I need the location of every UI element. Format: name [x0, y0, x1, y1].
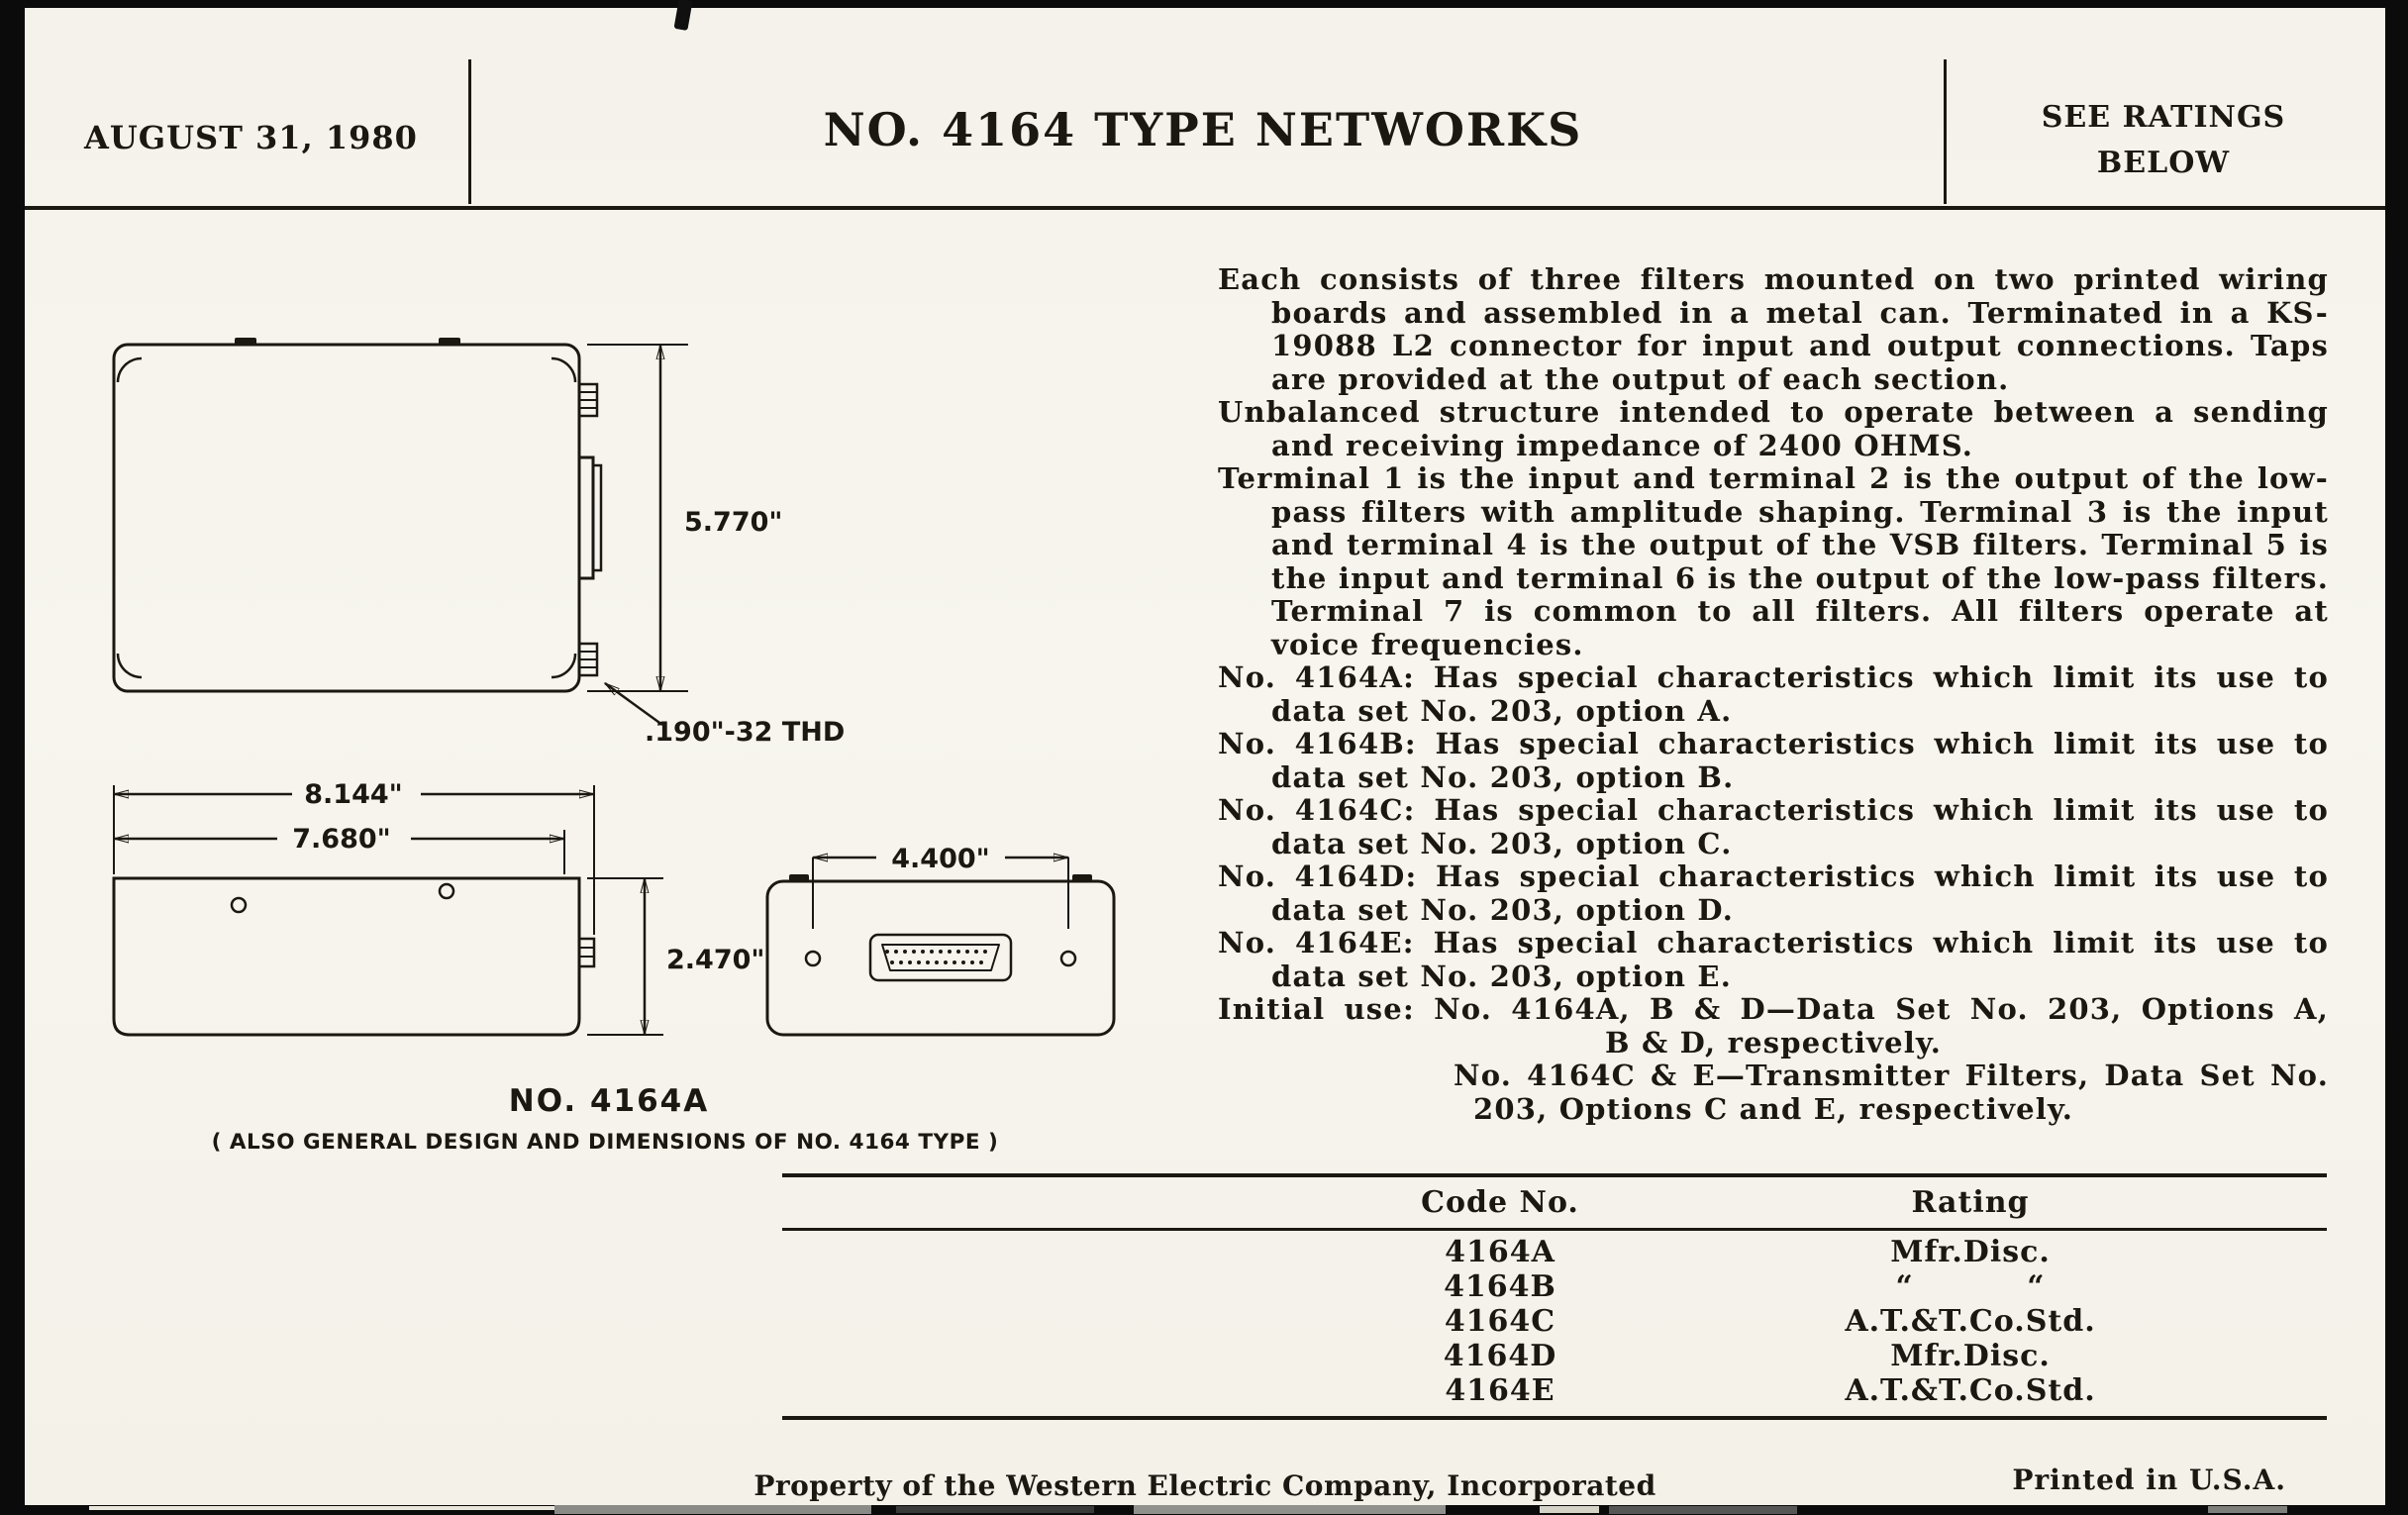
corner-seam [551, 356, 577, 383]
code-cell: 4164A [1445, 1235, 1555, 1269]
dimension-width-outer: 8.144" [113, 779, 595, 935]
paragraph-4164E: No. 4164E: Has special characteristics w… [1218, 926, 2329, 993]
paragraph-impedance: Unbalanced structure intended to operate… [1218, 395, 2329, 462]
rating-cell: Mfr.Disc. [1890, 1339, 2051, 1373]
code-cell: 4164E [1445, 1373, 1555, 1408]
rating-cell: Mfr.Disc. [1890, 1235, 2051, 1269]
drawing-subcaption: ( ALSO GENERAL DESIGN AND DIMENSIONS OF … [212, 1130, 999, 1155]
d-sub-connector [868, 933, 1013, 982]
threaded-stud-bottom [577, 642, 599, 677]
dimension-side-height: 2.470" [587, 877, 764, 1036]
code-cell: 4164B [1444, 1269, 1556, 1304]
header-divider-left [468, 59, 471, 204]
paragraph-4164A: No. 4164A: Has special characteristics w… [1218, 660, 2329, 728]
paragraph-construction: Each consists of three filters mounted o… [1218, 262, 2329, 396]
dimension-width-inner: 7.680" [114, 824, 565, 874]
header-rule [25, 206, 2385, 210]
side-view [112, 876, 596, 1037]
scan-artifact [1540, 1506, 1599, 1513]
ratings-note-line2: BELOW [2096, 146, 2231, 180]
rating-cell: A.T.&T.Co.Std. [1845, 1304, 2096, 1339]
printed-in-usa: Printed in U.S.A. [2012, 1464, 2286, 1496]
threaded-stud-top [577, 382, 599, 418]
scan-artifact [1134, 1505, 1446, 1514]
dim-height-label: 5.770" [684, 507, 782, 538]
can-side-outline [112, 876, 581, 1037]
description-column: Each consists of three filters mounted o… [1218, 262, 2329, 1126]
mounting-hole [1059, 950, 1077, 967]
scan-artifact [89, 1506, 584, 1510]
ratings-note: SEE RATINGS BELOW [1965, 95, 2361, 186]
corner-seam [116, 356, 143, 383]
code-cell: 4164D [1443, 1339, 1557, 1373]
initial-use-line4: 203, Options C and E, respectively. [1472, 1091, 2074, 1126]
table-row: 4164E A.T.&T.Co.Std. [782, 1373, 2327, 1408]
initial-use-line1: Initial use: No. 4164A, B & D—Data Set N… [1218, 992, 2329, 1026]
initial-use-line2: B & D, respectively. [1605, 1025, 1942, 1060]
can-front-outline [112, 343, 581, 693]
top-rivet [789, 874, 809, 882]
scan-artifact [2208, 1506, 2287, 1513]
dim-connector-label: 4.400" [891, 844, 989, 874]
side-tab [577, 937, 596, 968]
can-end-outline [765, 879, 1116, 1037]
connector-side [577, 455, 603, 580]
scan-artifact [1609, 1506, 1797, 1514]
scan-artifact [896, 1506, 1094, 1513]
table-row: 4164B “ “ [782, 1269, 2327, 1304]
corner-seam [116, 653, 143, 679]
paper: AUGUST 31, 1980 NO. 4164 TYPE NETWORKS S… [25, 8, 2385, 1505]
initial-use-line3: No. 4164C & E—Transmitter Filters, Data … [1454, 1059, 2329, 1092]
mounting-hole [804, 950, 822, 967]
document-title: NO. 4164 TYPE NETWORKS [823, 103, 1583, 156]
top-rivet [1072, 874, 1092, 882]
header-divider-right [1944, 59, 1947, 204]
property-notice: Property of the Western Electric Company… [753, 1469, 1656, 1502]
mounting-hole [438, 882, 455, 900]
rating-cell: “ “ [1895, 1269, 2046, 1304]
mounting-hole [230, 896, 248, 914]
table-header-row: Code No. Rating [782, 1177, 2327, 1231]
top-rivet [235, 338, 256, 346]
col-header-rating: Rating [1911, 1185, 2030, 1220]
ratings-note-line1: SEE RATINGS [2041, 100, 2286, 135]
table-body: 4164A Mfr.Disc. 4164B “ “ 4164C A.T.&T.C… [782, 1231, 2327, 1416]
ratings-table: Code No. Rating 4164A Mfr.Disc. 4164B “ … [782, 1173, 2327, 1420]
paragraph-terminals: Terminal 1 is the input and terminal 2 i… [1218, 461, 2329, 661]
thread-label: .190"-32 THD [645, 717, 845, 748]
dim-width-outer-label: 8.144" [304, 779, 402, 810]
dim-side-height-label: 2.470" [666, 945, 764, 975]
document-date: AUGUST 31, 1980 [84, 119, 418, 156]
scan-artifact [554, 1505, 871, 1514]
paragraph-4164B: No. 4164B: Has special characteristics w… [1218, 727, 2329, 794]
table-row: 4164C A.T.&T.Co.Std. [782, 1304, 2327, 1339]
corner-seam [551, 653, 577, 679]
table-row: 4164A Mfr.Disc. [782, 1235, 2327, 1269]
col-header-code: Code No. [1421, 1185, 1579, 1220]
thread-callout: .190"-32 THD [605, 683, 845, 748]
drawing-caption: NO. 4164A [509, 1083, 709, 1119]
front-view [112, 338, 603, 693]
end-view [765, 874, 1116, 1037]
table-row: 4164D Mfr.Disc. [782, 1339, 2327, 1373]
top-rivet [439, 338, 460, 346]
dimension-connector: 4.400" [812, 844, 1069, 929]
paragraph-4164C: No. 4164C: Has special characteristics w… [1218, 793, 2329, 860]
code-cell: 4164C [1444, 1304, 1556, 1339]
dimension-height: 5.770" [587, 344, 782, 692]
technical-drawing: 5.770" .190"-32 THD [112, 338, 1116, 1155]
paragraph-4164D: No. 4164D: Has special characteristics w… [1218, 859, 2329, 927]
rating-cell: A.T.&T.Co.Std. [1845, 1373, 2096, 1408]
dim-width-inner-label: 7.680" [292, 824, 390, 855]
